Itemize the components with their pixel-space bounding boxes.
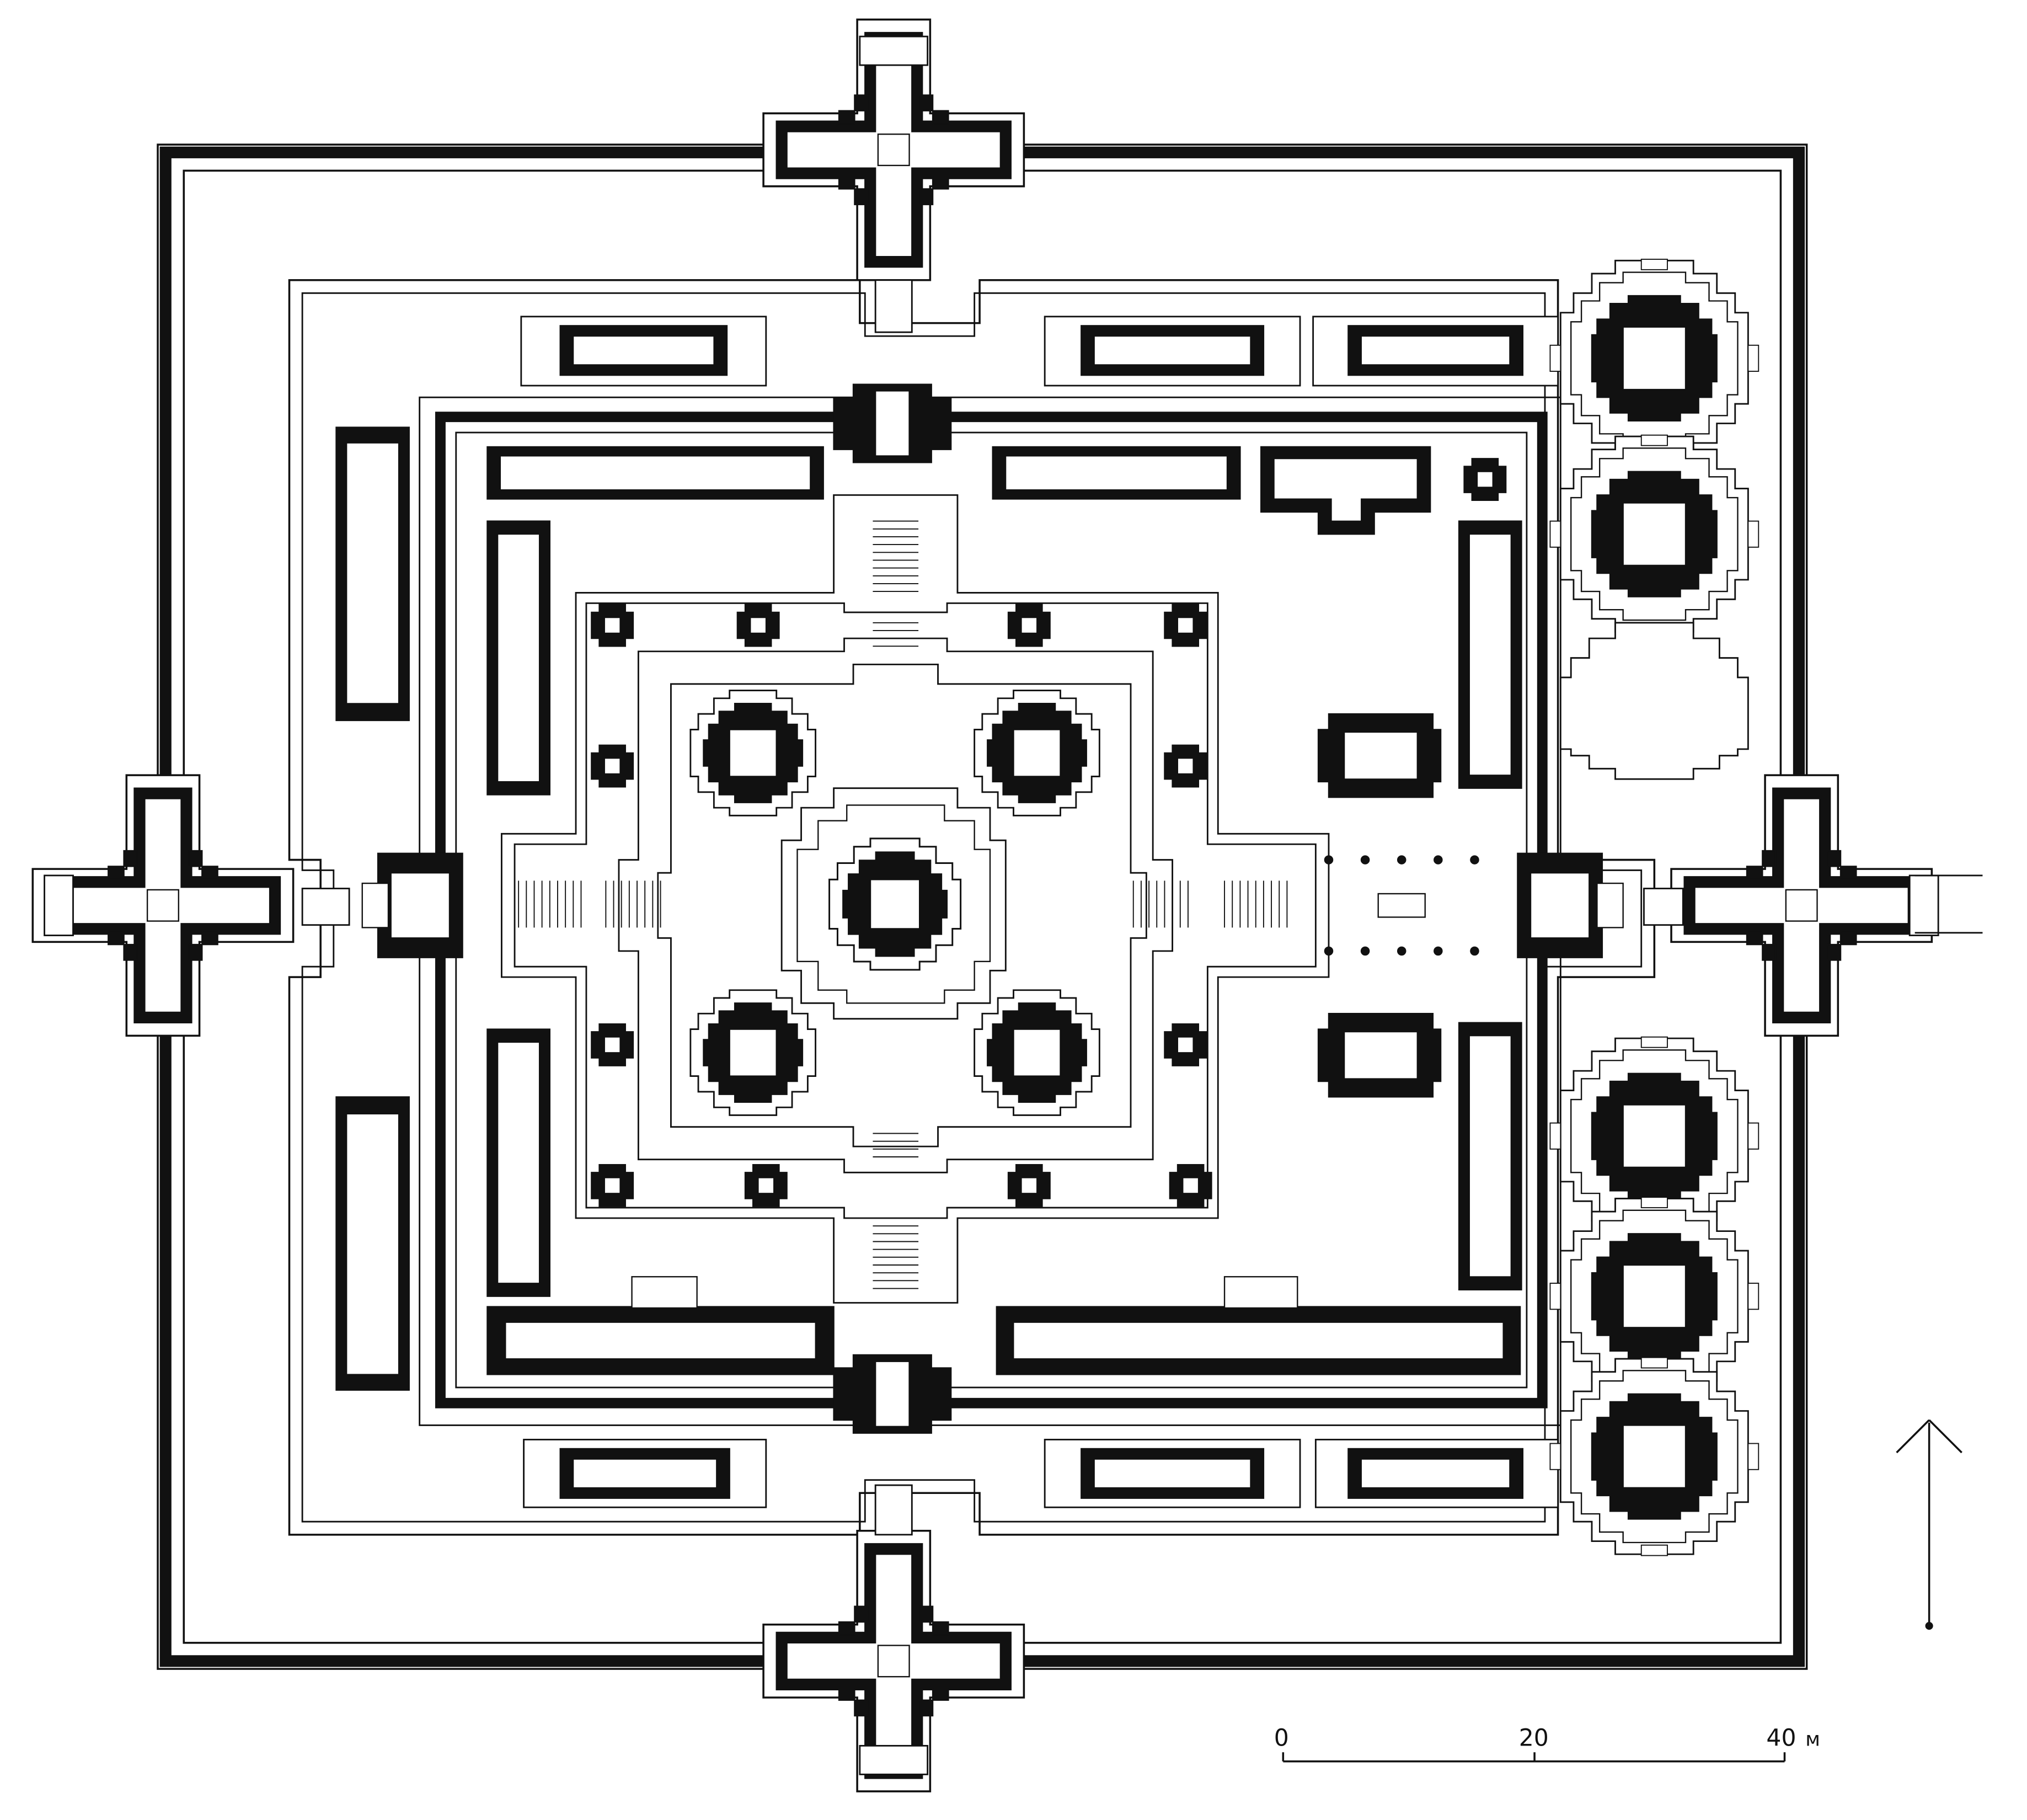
gallery-gate-south: [833, 1354, 952, 1434]
inner-terraces: [501, 494, 1330, 1304]
scale-tick-0: 0: [1274, 1725, 1289, 1752]
inner-halls: [486, 446, 1522, 1375]
scale-tick-20: 20: [1519, 1725, 1549, 1752]
scale-tick-40: 40: [1766, 1725, 1796, 1752]
west-gopura: [31, 774, 350, 1037]
south-gopura: [762, 1484, 1025, 1792]
colonnade: [1324, 855, 1479, 956]
second-enclosure: [288, 279, 1656, 1536]
central-sanctuary: [780, 787, 1007, 1020]
gallery-gate-east: [1517, 852, 1624, 958]
libraries: [1317, 713, 1442, 1098]
north-gopura: [762, 18, 1025, 333]
scale-unit: м: [1805, 1728, 1820, 1750]
north-arrow-icon: [1896, 1419, 1962, 1630]
east-gopura: [1643, 774, 1983, 1037]
gallery-gate-west: [361, 852, 463, 958]
scale-bar: 0 20 40 м: [1274, 1725, 1820, 1763]
outer-east-towers: [1549, 258, 1759, 1557]
stairs: [518, 520, 1288, 1289]
gallery-gate-north: [833, 383, 952, 463]
outer-halls: [335, 316, 1559, 1508]
